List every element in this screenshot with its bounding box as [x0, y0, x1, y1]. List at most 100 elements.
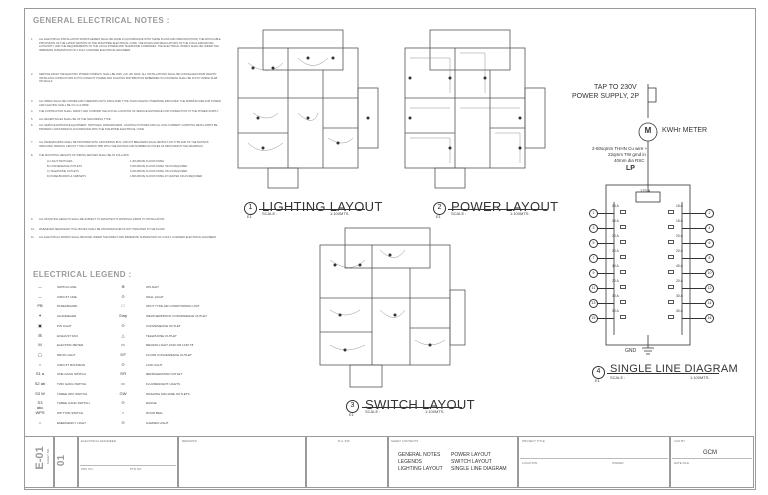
- branch-line: [682, 302, 705, 304]
- breaker-rating: 15 A: [612, 219, 619, 223]
- view-number-lighting: 1: [244, 202, 257, 215]
- note-text: ALL PANELBOARDS SHALL BE PROVIDED WITH G…: [39, 141, 209, 148]
- note-text: THE CONTRACTOR SHALL VERIFY AND CONFIRM …: [39, 110, 219, 113]
- branch-line: [682, 317, 705, 319]
- mounting-height: 0.3M ABOVE FLOOR FINISH OR AS REQUIRED: [130, 165, 188, 168]
- mounting-item: D) PANELBOARDS & CABINETS: [47, 175, 86, 178]
- circuit-number: 15: [589, 314, 598, 323]
- legend-label: RANGE: [146, 401, 157, 406]
- remarks-cell: [178, 436, 306, 488]
- legend-label: LOW LIGHT: [146, 362, 163, 367]
- main-breaker-rating: 175 A: [640, 188, 651, 193]
- note-number: 7.: [31, 141, 34, 144]
- mounting-item: B) CONVENIENCE OUTLETS: [47, 165, 83, 168]
- note-text: ALL ELECTRICAL WORKS SHALL BE DONE UNDER…: [39, 236, 217, 239]
- legend-symbol: ⊙: [121, 400, 125, 406]
- ra-label: R.A. 545: [338, 439, 350, 443]
- legend-symbol: —: [38, 293, 42, 299]
- note-text: ALL SERVICE ENTRANCE EQUIPMENT, SWITCHES…: [39, 124, 218, 131]
- branch-line: [597, 212, 614, 214]
- feeder-spec-1: 2-60sqmm THHN Cu wire +: [592, 146, 648, 151]
- circuit-breaker: [620, 255, 626, 259]
- mounting-height: 1.4M ABOVE FLOOR FINISH: [130, 160, 165, 163]
- legend-symbol: ○: [38, 419, 42, 425]
- note-number: 5.: [31, 118, 34, 121]
- mounting-item: C) TELEPHONE OUTLETS: [47, 170, 79, 173]
- circuit-number: 2: [705, 209, 714, 218]
- breaker-rating: 20 A: [612, 249, 619, 253]
- circuit-breaker: [620, 300, 626, 304]
- scale-label: SCALE :: [610, 375, 626, 380]
- circuit-number: 8: [705, 254, 714, 263]
- note-text: WHENEVER NECESSARY PULL BOXES SHALL BE P…: [39, 228, 166, 231]
- scale-label: SCALE :: [262, 211, 278, 216]
- note-number: 9.: [31, 218, 34, 221]
- legend-symbol: S1 a: [35, 371, 45, 377]
- sheet-contents-label: SHEET CONTENTS: [391, 439, 419, 443]
- circuit-number: 16: [705, 314, 714, 323]
- feeder-spec-2: 22qmm TW gmd in: [608, 152, 646, 157]
- electrical-legend-title: ELECTRICAL LEGEND :: [33, 270, 132, 279]
- legend-symbol: ⊕: [121, 284, 125, 289]
- circuit-breaker: [668, 240, 674, 244]
- circuit-number: 5: [589, 239, 598, 248]
- legend-symbol: PB: [37, 303, 43, 309]
- prc-label: PRC NO.: [81, 467, 94, 471]
- scale-value: 1:100MTS.: [425, 409, 445, 414]
- note-number: 4.: [31, 110, 34, 113]
- branch-line: [597, 257, 614, 259]
- legend-label: WP TYPE SWITCH: [57, 411, 84, 416]
- legend-symbol: S2 ab: [34, 381, 46, 386]
- circuit-breaker: [620, 315, 626, 319]
- circuit-breaker: [668, 225, 674, 229]
- mounting-height: 1.8M ABOVE FLOOR FINISH AT CENTER OR AS …: [130, 175, 203, 178]
- title-underline: [259, 209, 365, 210]
- general-note: 4. THE CONTRACTOR SHALL VERIFY AND CONFIR…: [31, 110, 221, 114]
- sheet-number: E-01: [34, 446, 46, 470]
- view-number-switch: 3: [346, 400, 359, 413]
- breaker-rating: 20 A: [612, 234, 619, 238]
- general-note: 2.SERVICE FROM THE ELECTRIC POWER COMPAN…: [31, 73, 221, 84]
- remarks-label: REMARKS: [182, 439, 197, 443]
- divider: [520, 458, 668, 459]
- legend-label: PANELBOARD: [57, 304, 78, 309]
- legend-symbol: ⊙: [121, 419, 125, 425]
- legend-label: THREE WAY SWITCH: [57, 391, 88, 396]
- legend-label: GARDEN LIGHT: [146, 420, 169, 425]
- circuit-breaker: [620, 270, 626, 274]
- power-layout-title: POWER LAYOUT: [451, 199, 559, 214]
- general-note: 9.ALL MOUNTING HEIGHTS SHALL BE SUBJECT …: [31, 218, 221, 222]
- title-underline: [607, 373, 719, 374]
- lighting-layout-title: LIGHTING LAYOUT: [262, 199, 383, 214]
- breaker-rating: 30 A: [676, 294, 683, 298]
- circuit-number: 12: [705, 284, 714, 293]
- note-text: SERVICE FROM THE ELECTRIC POWER COMPANY …: [39, 73, 218, 84]
- contents-item: LIGHTING LAYOUT: [398, 466, 443, 472]
- sheet-no-cell: [24, 436, 54, 488]
- legend-label: EXHAUST FAN: [57, 333, 78, 338]
- circuit-number: 9: [589, 269, 598, 278]
- branch-line: [597, 272, 614, 274]
- branch-line: [682, 212, 705, 214]
- note-number: 3.: [31, 100, 34, 103]
- divider: [80, 465, 176, 466]
- power-floor-plan: [404, 29, 546, 189]
- view-sheet-lighting: E1: [247, 214, 252, 219]
- legend-label: FLUORESCENT LIGHTS: [146, 382, 180, 386]
- engineer-cell: [78, 436, 178, 488]
- legend-label: RECESS LIGHT 2X40 OR 1X40 T8: [146, 343, 194, 348]
- circuit-breaker: [620, 285, 626, 289]
- note-number: 8.: [31, 154, 34, 157]
- sheet-contents-cell: [388, 436, 518, 488]
- kwhr-meter-label: KWHr METER: [662, 127, 708, 134]
- view-number-power: 2: [433, 202, 446, 215]
- cad-cell: [670, 436, 754, 488]
- legend-symbol: ▭: [121, 342, 125, 348]
- legend-symbol: ✦: [38, 313, 42, 319]
- legend-label: UPLIGHT: [146, 285, 160, 289]
- legend-symbol: S3 W: [35, 390, 45, 396]
- breaker-rating: 20 A: [676, 249, 683, 253]
- note-number: 1.: [31, 38, 34, 41]
- legend-symbol: ⊙: [121, 322, 125, 328]
- scale-label: SCALE :: [451, 211, 467, 216]
